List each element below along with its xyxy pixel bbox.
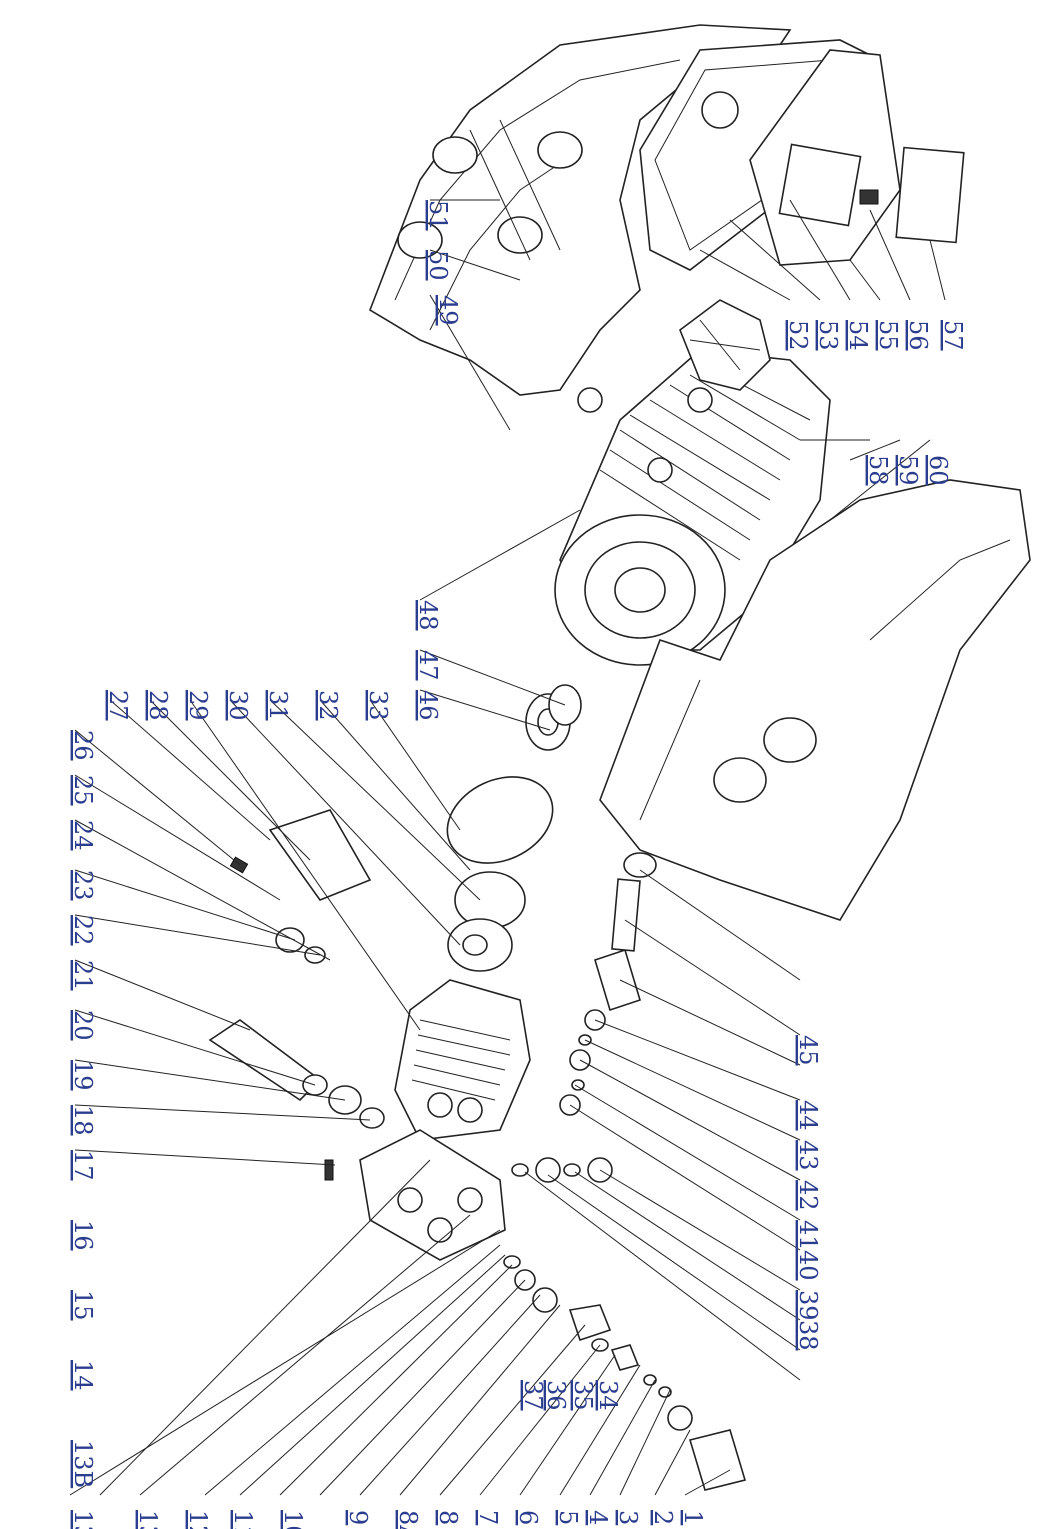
- callout-label-14: 14: [69, 1360, 97, 1391]
- frame-housing-top: [369, 24, 792, 396]
- callout-label-3: 3: [614, 1510, 642, 1525]
- callout-label-19: 19: [69, 1060, 97, 1091]
- callout-label-34: 34: [594, 1380, 622, 1411]
- control-box-base: [749, 49, 965, 266]
- bearing-set: [525, 684, 582, 751]
- callout-label-48: 48: [414, 600, 442, 631]
- callout-label-35: 35: [569, 1380, 597, 1411]
- callout-label-30: 30: [224, 690, 252, 721]
- callout-label-25: 25: [69, 775, 97, 806]
- callout-label-20: 20: [69, 1010, 97, 1041]
- callout-label-21: 21: [69, 960, 97, 991]
- callout-label-4: 4: [584, 1510, 612, 1525]
- callout-label-59: 59: [894, 455, 922, 486]
- callout-label-8a: 8A: [394, 1510, 422, 1529]
- callout-label-39: 39: [794, 1290, 822, 1321]
- callout-label-44: 44: [794, 1100, 822, 1131]
- callout-label-27: 27: [104, 690, 132, 721]
- callout-label-29: 29: [184, 690, 212, 721]
- pump-head: [359, 1129, 506, 1261]
- callout-label-57: 57: [939, 320, 967, 351]
- callout-label-10: 10: [279, 1510, 307, 1529]
- callout-label-36: 36: [542, 1380, 570, 1411]
- callout-label-7: 7: [474, 1510, 502, 1525]
- callout-label-45: 45: [794, 1035, 822, 1066]
- callout-label-9: 9: [344, 1510, 372, 1525]
- callout-label-11: 11: [229, 1510, 257, 1529]
- callout-label-58: 58: [864, 455, 892, 486]
- unloader-parts: [208, 809, 385, 1181]
- piston-stack: [559, 852, 657, 1116]
- callout-label-1: 1: [679, 1510, 707, 1525]
- wobble-plate-group: [446, 776, 554, 972]
- outlet-fitting-stack: [503, 1255, 747, 1491]
- callout-label-26: 26: [69, 730, 97, 761]
- callout-label-17: 17: [69, 1150, 97, 1181]
- valve-stack: [511, 1157, 613, 1183]
- callout-label-24: 24: [69, 820, 97, 851]
- callout-label-46: 46: [414, 690, 442, 721]
- callout-label-41: 41: [794, 1220, 822, 1251]
- callout-label-51: 51: [424, 200, 452, 231]
- callout-label-15: 15: [69, 1290, 97, 1321]
- callout-label-13a: 13A: [69, 1510, 97, 1529]
- callout-label-55: 55: [874, 320, 902, 351]
- callout-label-13: 13: [134, 1510, 162, 1529]
- callout-label-40: 40: [794, 1250, 822, 1281]
- pump-cylinder-block: [394, 979, 531, 1141]
- callout-label-37: 37: [519, 1380, 547, 1411]
- callout-label-38: 38: [794, 1320, 822, 1351]
- leader-lines: [69, 199, 946, 1496]
- callout-label-33: 33: [364, 690, 392, 721]
- frame-housing-bottom: [599, 479, 1031, 921]
- callout-label-50: 50: [424, 250, 452, 281]
- callout-label-13b: 13B: [69, 1440, 97, 1488]
- callout-label-5: 5: [554, 1510, 582, 1525]
- callout-label-32: 32: [314, 690, 342, 721]
- callout-label-42: 42: [794, 1180, 822, 1211]
- callout-labels: 123456788A91011121313A13B141516171819202…: [69, 200, 967, 1529]
- callout-label-6: 6: [514, 1510, 542, 1525]
- callout-label-43: 43: [794, 1140, 822, 1171]
- callout-label-53: 53: [814, 320, 842, 351]
- callout-label-31: 31: [264, 690, 292, 721]
- callout-label-47: 47: [414, 650, 442, 681]
- callout-label-54: 54: [844, 320, 872, 351]
- callout-label-60: 60: [924, 455, 952, 486]
- callout-label-49: 49: [434, 295, 462, 326]
- callout-label-16: 16: [69, 1220, 97, 1251]
- callout-label-28: 28: [144, 690, 172, 721]
- callout-label-52: 52: [784, 320, 812, 351]
- callout-label-18: 18: [69, 1105, 97, 1136]
- callout-label-2: 2: [649, 1510, 677, 1525]
- callout-label-22: 22: [69, 915, 97, 946]
- callout-label-12: 12: [184, 1510, 212, 1529]
- callout-label-56: 56: [904, 320, 932, 351]
- callout-label-23: 23: [69, 870, 97, 901]
- callout-label-8: 8: [434, 1510, 462, 1525]
